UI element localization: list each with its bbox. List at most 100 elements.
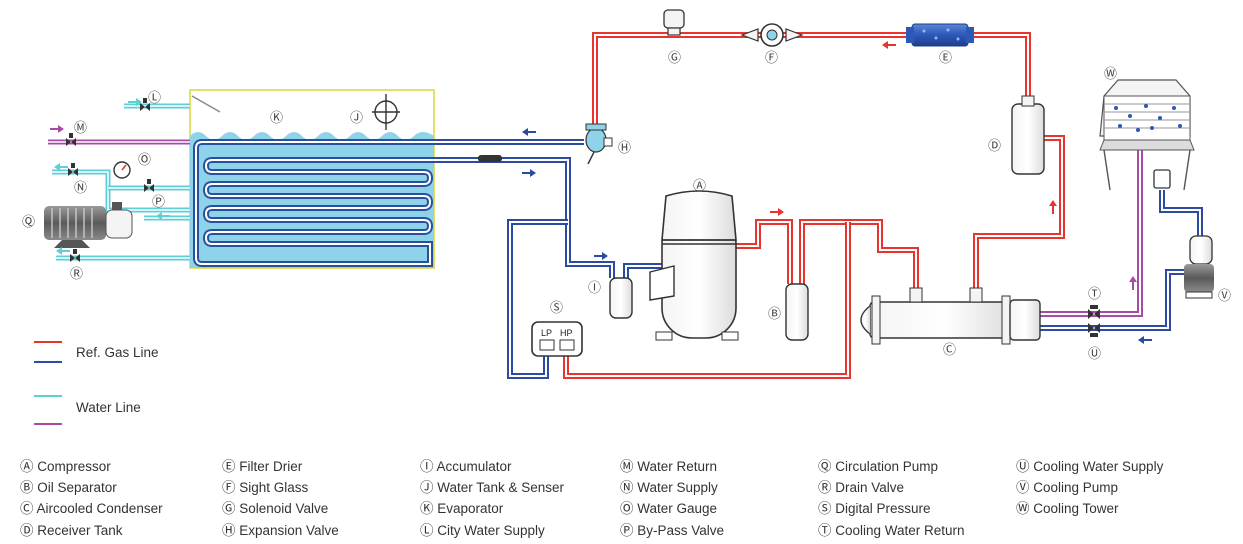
tower-to-pump-line <box>1159 190 1203 236</box>
water-sensor-icon <box>372 94 400 130</box>
component-markers: Ⓐ Ⓑ Ⓒ Ⓓ Ⓔ Ⓕ Ⓖ Ⓗ Ⓘ Ⓙ Ⓚ Ⓛ Ⓜ Ⓝ Ⓞ Ⓟ Ⓠ Ⓡ Ⓢ Ⓣ … <box>22 51 1231 362</box>
separator-to-condenser-line <box>799 219 919 290</box>
water-gauge-icon <box>113 161 131 179</box>
refrigerant-lines <box>436 32 1065 379</box>
arrow-left-blue-1 <box>522 128 536 136</box>
legend-ref-gas-line: Ref. Gas Line <box>76 345 159 360</box>
arrow-left-red <box>882 41 896 49</box>
marker-accumulator: Ⓘ <box>588 281 601 296</box>
sight-glass-icon <box>740 23 804 47</box>
lp-label: LP <box>541 328 552 338</box>
marker-cooling-pump: Ⓥ <box>1218 289 1231 304</box>
marker-oil-separator: Ⓑ <box>768 307 781 322</box>
arrow-right-blue-2 <box>594 252 608 260</box>
marker-circulation-pump: Ⓠ <box>22 215 35 230</box>
water-tank <box>189 89 436 269</box>
marker-water-gauge: Ⓞ <box>138 153 151 168</box>
cooling-water-supply-line <box>1040 269 1196 331</box>
key-item: Ⓚ Evaporator <box>420 501 504 516</box>
key-item: Ⓦ Cooling Tower <box>1016 501 1119 516</box>
key-item: Ⓘ Accumulator <box>420 459 512 474</box>
solenoid-valve-icon <box>663 9 685 36</box>
key-item: Ⓟ By-Pass Valve <box>620 523 724 538</box>
cooling-pump-icon <box>1184 235 1214 299</box>
marker-water-tank: Ⓙ <box>350 111 363 126</box>
marker-city-water: Ⓛ <box>148 91 161 106</box>
arrow-up-purple <box>1129 276 1137 290</box>
component-key: Ⓐ Compressor Ⓑ Oil Separator Ⓒ Aircooled C… <box>20 459 1164 538</box>
filter-drier-icon <box>906 23 974 47</box>
water-return-valve-icon <box>66 133 76 146</box>
marker-sight-glass: Ⓕ <box>765 51 778 66</box>
accumulator-icon <box>609 277 633 319</box>
key-item: Ⓒ Aircooled Condenser <box>20 501 163 516</box>
key-item: Ⓕ Sight Glass <box>222 480 309 495</box>
marker-filter-drier: Ⓔ <box>939 51 952 66</box>
water-supply-valve-icon <box>68 163 78 176</box>
key-item: Ⓖ Solenoid Valve <box>222 501 328 516</box>
key-item: Ⓐ Compressor <box>20 459 111 474</box>
key-item: Ⓡ Drain Valve <box>818 480 904 495</box>
marker-water-supply: Ⓝ <box>74 181 87 196</box>
marker-evaporator: Ⓚ <box>270 111 283 126</box>
marker-solenoid-valve: Ⓖ <box>668 51 681 66</box>
marker-cooling-water-return: Ⓣ <box>1088 287 1101 302</box>
key-item: Ⓤ Cooling Water Supply <box>1016 459 1164 474</box>
legend: Ref. Gas Line Water Line <box>34 341 159 425</box>
arrow-left-water-2 <box>54 163 68 171</box>
key-item: Ⓛ City Water Supply <box>420 523 545 538</box>
arrow-left-water-3 <box>56 247 70 255</box>
marker-condenser: Ⓒ <box>943 343 956 358</box>
key-item: Ⓓ Receiver Tank <box>20 523 123 538</box>
key-item: Ⓢ Digital Pressure <box>818 501 931 516</box>
distributor-icon <box>478 155 502 162</box>
marker-expansion-valve: Ⓗ <box>618 141 631 156</box>
condenser-icon <box>860 287 1041 345</box>
marker-drain-valve: Ⓡ <box>70 267 83 282</box>
arrow-up-red <box>1049 200 1057 214</box>
marker-water-return: Ⓜ <box>74 121 87 136</box>
key-item: Ⓙ Water Tank & Senser <box>420 480 565 495</box>
water-valves <box>66 98 154 262</box>
arrow-left-water-1 <box>156 212 170 220</box>
key-item: Ⓞ Water Gauge <box>620 501 717 516</box>
key-item: Ⓑ Oil Separator <box>20 480 117 495</box>
cooling-tower-icon <box>1099 79 1195 191</box>
marker-receiver-tank: Ⓓ <box>988 139 1001 154</box>
marker-cooling-water-supply: Ⓤ <box>1088 347 1101 362</box>
flow-arrows <box>50 41 1152 344</box>
liquid-line <box>592 32 1031 124</box>
key-item: Ⓣ Cooling Water Return <box>818 523 965 538</box>
key-item: Ⓗ Expansion Valve <box>222 523 339 538</box>
marker-digital-pressure: Ⓢ <box>550 301 563 316</box>
arrow-right-blue-1 <box>522 169 536 177</box>
cooling-water-supply-valve-icon <box>1088 323 1100 337</box>
marker-compressor: Ⓐ <box>693 179 706 194</box>
cooling-water-return-valve-icon <box>1088 305 1100 319</box>
arrow-right-red <box>770 208 784 216</box>
expansion-valve-icon <box>585 123 613 165</box>
key-item: Ⓔ Filter Drier <box>222 459 303 474</box>
city-water-valve-icon <box>140 98 150 111</box>
water-surface <box>190 132 434 268</box>
discharge-line <box>735 219 793 284</box>
key-item: Ⓠ Circulation Pump <box>818 459 938 474</box>
key-item: Ⓜ Water Return <box>620 459 717 474</box>
marker-cooling-tower: Ⓦ <box>1104 67 1117 82</box>
digital-pressure-panel: LP HP <box>531 321 583 357</box>
receiver-tank-icon <box>1011 95 1045 175</box>
oil-separator-icon <box>785 283 809 341</box>
compressor-icon <box>649 190 739 341</box>
marker-bypass-valve: Ⓟ <box>152 195 165 210</box>
cooling-valves <box>1088 305 1100 337</box>
key-item: Ⓥ Cooling Pump <box>1016 480 1118 495</box>
legend-water-line: Water Line <box>76 400 141 415</box>
key-item: Ⓝ Water Supply <box>620 480 718 495</box>
drain-valve-icon <box>70 249 80 262</box>
arrow-right-water-2 <box>50 125 64 133</box>
circulation-pump-icon <box>44 202 133 248</box>
bypass-valve-icon <box>144 179 154 192</box>
cooling-water-lines <box>1040 120 1203 331</box>
hp-label: HP <box>560 328 573 338</box>
